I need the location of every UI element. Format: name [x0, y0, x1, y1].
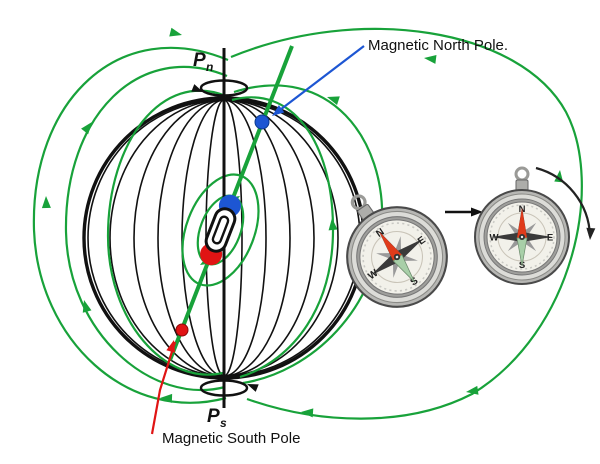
magnet-slot [211, 215, 230, 245]
south-pole-leader [150, 340, 177, 435]
axis-north-label: P n [193, 50, 213, 74]
compass-left: N E S W [346, 194, 448, 308]
compass-rotation-arrow [535, 166, 596, 240]
svg-text:s: s [220, 416, 227, 430]
compass-needle-icon [516, 208, 528, 267]
compass-needle-icon [379, 231, 415, 283]
field-line [106, 89, 227, 376]
magnetic-north-label: Magnetic North Pole. [368, 37, 508, 54]
north-leader-arrowhead [272, 105, 285, 116]
field-line [64, 65, 228, 392]
compass-letter-e: E [547, 233, 553, 244]
field-line [230, 27, 583, 420]
compass-right: N E S W [474, 166, 570, 285]
svg-text:P: P [207, 406, 220, 427]
compass-crown-icon [514, 166, 530, 192]
magnetic-north-dot [254, 114, 270, 130]
compass-transition-arrow [445, 207, 483, 217]
field-line [231, 96, 335, 379]
rotation-arrows [191, 84, 259, 392]
south-leader-arrowhead [166, 340, 176, 353]
svg-text:n: n [206, 60, 213, 74]
magnetic-south-label: Magnetic South Pole [162, 430, 300, 447]
north-pole-leader [272, 45, 365, 116]
field-line [32, 46, 229, 404]
axis-south-label: P s [207, 406, 227, 430]
svg-text:P: P [193, 50, 206, 71]
magnetic-south-dot [175, 323, 189, 337]
rotation-ellipse-top [199, 79, 249, 97]
bar-magnet [200, 194, 241, 266]
compass-letter-w: W [490, 233, 499, 244]
rotation-ellipse-bottom [199, 379, 249, 397]
